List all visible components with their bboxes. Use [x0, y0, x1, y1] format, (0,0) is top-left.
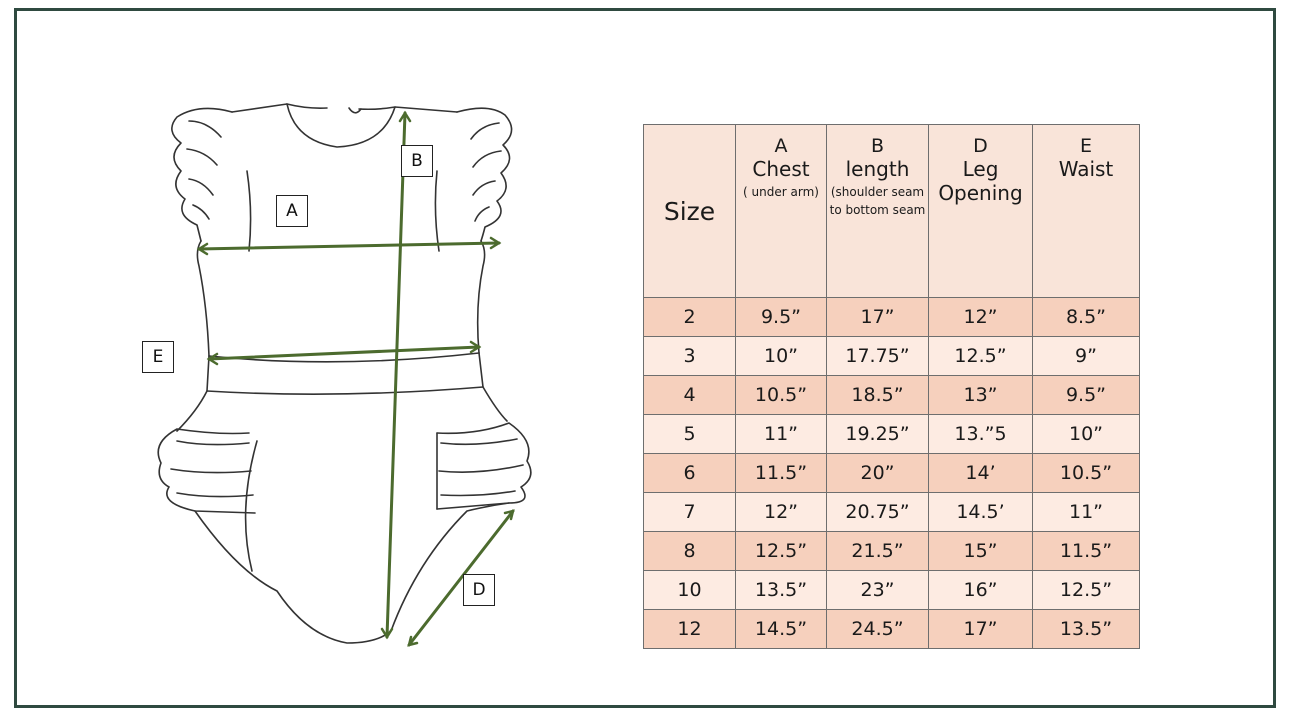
table-row: 8 12.5” 21.5” 15” 11.5” — [643, 531, 1140, 571]
header-length: B length (shoulder seam to bottom seam — [826, 124, 929, 298]
table-row: 10 13.5” 23” 16” 12.5” — [643, 570, 1140, 610]
table-row: 5 11” 19.25” 13.”5 10” — [643, 414, 1140, 454]
table-header-row: Size A Chest ( under arm) B length (shou… — [643, 124, 1140, 298]
header-length-letter: B — [870, 135, 885, 157]
measure-label-d: D — [463, 574, 495, 606]
cell-length: 23” — [826, 570, 929, 610]
cell-size: 2 — [643, 297, 736, 337]
cell-waist: 10.5” — [1032, 453, 1140, 493]
measure-label-a: A — [276, 195, 308, 227]
cell-size: 12 — [643, 609, 736, 649]
bodysuit-illustration — [157, 103, 532, 647]
cell-chest: 11” — [735, 414, 827, 454]
cell-leg: 12” — [928, 297, 1033, 337]
cell-length: 24.5” — [826, 609, 929, 649]
cell-size: 10 — [643, 570, 736, 610]
cell-chest: 12.5” — [735, 531, 827, 571]
cell-waist: 8.5” — [1032, 297, 1140, 337]
cell-leg: 14.5’ — [928, 492, 1033, 532]
cell-size: 5 — [643, 414, 736, 454]
header-leg: D Leg Opening — [928, 124, 1033, 298]
cell-leg: 17” — [928, 609, 1033, 649]
cell-waist: 13.5” — [1032, 609, 1140, 649]
cell-chest: 13.5” — [735, 570, 827, 610]
header-length-name: length — [845, 157, 910, 181]
cell-size: 6 — [643, 453, 736, 493]
cell-leg: 15” — [928, 531, 1033, 571]
cell-size: 4 — [643, 375, 736, 415]
cell-leg: 14’ — [928, 453, 1033, 493]
garment-diagram — [137, 91, 557, 661]
chart-frame: A B E D Size A Chest ( under arm) B leng… — [14, 8, 1276, 708]
cell-size: 7 — [643, 492, 736, 532]
header-waist-letter: E — [1079, 135, 1092, 157]
cell-length: 20.75” — [826, 492, 929, 532]
cell-chest: 10” — [735, 336, 827, 376]
cell-leg: 13.”5 — [928, 414, 1033, 454]
cell-chest: 14.5” — [735, 609, 827, 649]
measure-label-b: B — [401, 145, 433, 177]
size-chart-table: Size A Chest ( under arm) B length (shou… — [643, 124, 1140, 649]
header-length-note: (shoulder seam to bottom seam — [829, 185, 926, 217]
table-row: 2 9.5” 17” 12” 8.5” — [643, 297, 1140, 337]
table-row: 4 10.5” 18.5” 13” 9.5” — [643, 375, 1140, 415]
cell-length: 18.5” — [826, 375, 929, 415]
cell-waist: 11.5” — [1032, 531, 1140, 571]
table-row: 12 14.5” 24.5” 17” 13.5” — [643, 609, 1140, 649]
header-chest-name: Chest — [752, 157, 810, 181]
cell-leg: 12.5” — [928, 336, 1033, 376]
header-chest-note: ( under arm) — [743, 185, 819, 199]
header-chest-letter: A — [774, 135, 788, 157]
cell-chest: 12” — [735, 492, 827, 532]
header-chest: A Chest ( under arm) — [735, 124, 827, 298]
cell-length: 20” — [826, 453, 929, 493]
cell-leg: 16” — [928, 570, 1033, 610]
header-waist-name: Waist — [1058, 157, 1114, 181]
header-waist: E Waist — [1032, 124, 1140, 298]
cell-length: 17.75” — [826, 336, 929, 376]
cell-leg: 13” — [928, 375, 1033, 415]
measure-label-e: E — [142, 341, 174, 373]
table-row: 6 11.5” 20” 14’ 10.5” — [643, 453, 1140, 493]
cell-chest: 11.5” — [735, 453, 827, 493]
cell-length: 21.5” — [826, 531, 929, 571]
cell-waist: 9” — [1032, 336, 1140, 376]
table-row: 7 12” 20.75” 14.5’ 11” — [643, 492, 1140, 532]
table-row: 3 10” 17.75” 12.5” 9” — [643, 336, 1140, 376]
cell-waist: 9.5” — [1032, 375, 1140, 415]
header-leg-name: Leg Opening — [938, 157, 1023, 205]
cell-chest: 9.5” — [735, 297, 827, 337]
cell-length: 17” — [826, 297, 929, 337]
cell-size: 8 — [643, 531, 736, 571]
cell-waist: 11” — [1032, 492, 1140, 532]
cell-chest: 10.5” — [735, 375, 827, 415]
header-size: Size — [643, 124, 736, 298]
cell-waist: 10” — [1032, 414, 1140, 454]
header-leg-letter: D — [973, 135, 988, 157]
cell-size: 3 — [643, 336, 736, 376]
cell-waist: 12.5” — [1032, 570, 1140, 610]
cell-length: 19.25” — [826, 414, 929, 454]
